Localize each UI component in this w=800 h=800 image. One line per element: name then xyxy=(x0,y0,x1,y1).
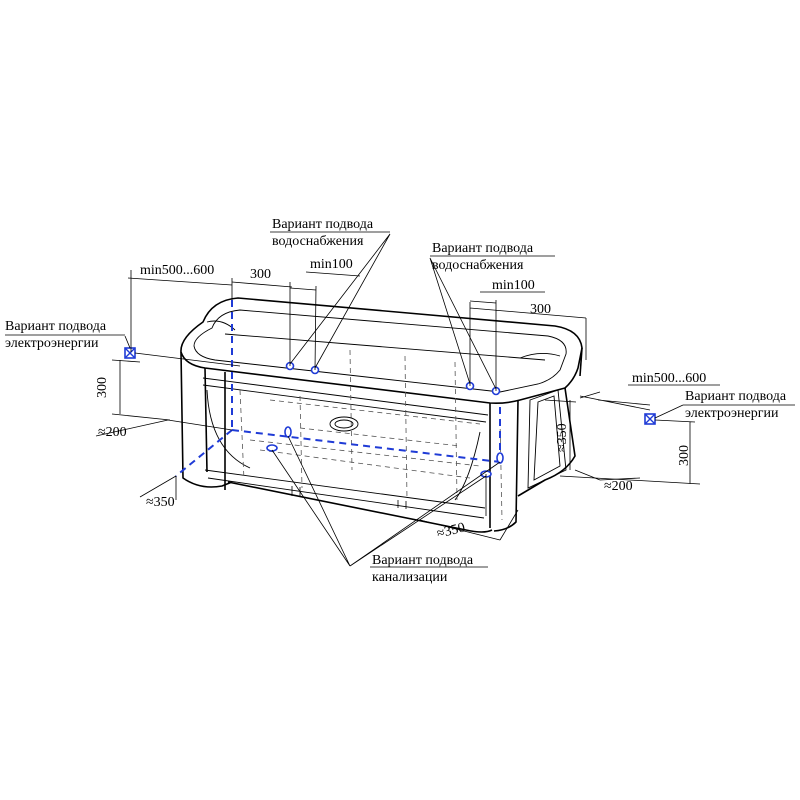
dim-right-min100: min100 xyxy=(492,278,535,293)
label-electric-left: Вариант подвода электроэнергии xyxy=(5,319,107,351)
drain-port-3 xyxy=(496,452,504,464)
dim-bottom-350: ≈350 xyxy=(435,520,466,541)
hidden-internal-lines xyxy=(239,349,503,521)
label-line: Вариант подвода xyxy=(685,389,787,404)
dimension-lines xyxy=(5,231,795,568)
label-line: Вариант подвода xyxy=(272,217,374,232)
dim-right-300: 300 xyxy=(530,302,551,317)
dim-right-350-vertical: ≈350 xyxy=(555,423,570,452)
dim-left-200: ≈200 xyxy=(98,425,127,440)
dim-left-min100: min100 xyxy=(310,257,353,272)
dim-left-range: min500...600 xyxy=(140,263,214,278)
label-water-supply-left: Вариант подвода водоснабжения xyxy=(272,217,374,249)
label-drain: Вариант подвода канализации xyxy=(372,553,474,585)
leader-lines xyxy=(124,233,684,567)
dim-right-200: ≈200 xyxy=(604,479,633,494)
drain-ring xyxy=(329,416,359,432)
dim-left-300: 300 xyxy=(250,267,271,282)
label-electric-right: Вариант подвода электроэнергии xyxy=(685,389,787,421)
label-line: Вариант подвода xyxy=(432,241,534,256)
label-line: водоснабжения xyxy=(432,258,524,273)
electric-socket-right-icon xyxy=(644,413,656,425)
bathtub-body xyxy=(180,297,583,533)
drain-port-1 xyxy=(284,426,292,438)
dim-left-height: 300 xyxy=(95,377,110,398)
label-line: Вариант подвода xyxy=(5,319,107,334)
label-line: водоснабжения xyxy=(272,234,364,249)
electric-socket-left-icon xyxy=(124,347,136,359)
label-line: электроэнергии xyxy=(685,406,779,421)
dim-left-350: ≈350 xyxy=(146,495,175,510)
label-line: электроэнергии xyxy=(5,336,99,351)
label-line: Вариант подвода xyxy=(372,553,474,568)
drain-port-2 xyxy=(266,444,278,452)
label-line: канализации xyxy=(372,570,448,585)
dim-right-range: min500...600 xyxy=(632,371,706,386)
label-water-supply-right: Вариант подвода водоснабжения xyxy=(432,241,534,273)
dim-right-height: 300 xyxy=(677,445,692,466)
